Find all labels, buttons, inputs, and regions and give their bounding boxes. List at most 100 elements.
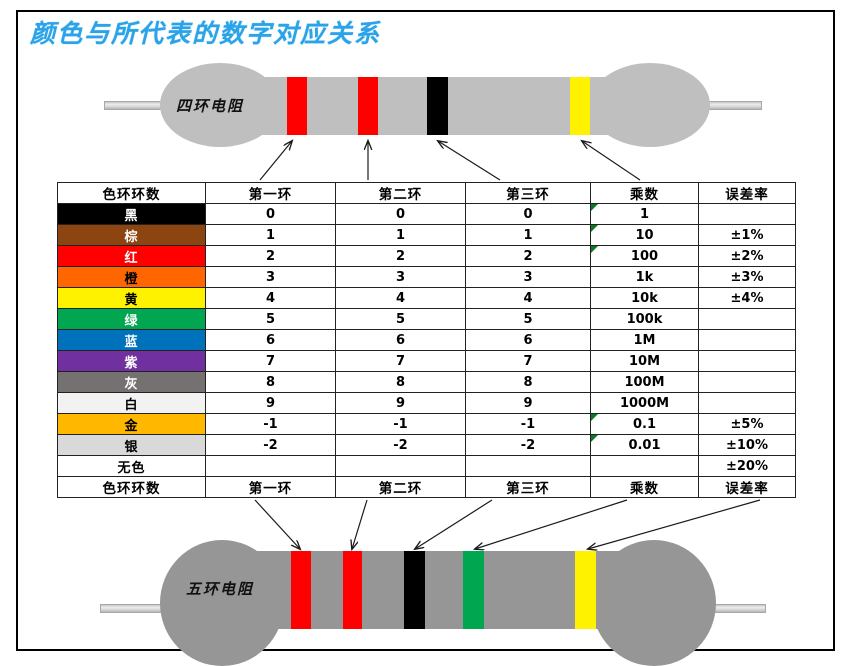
band3-cell: -1 [465,413,591,435]
tolerance-cell: ±2% [698,245,796,267]
four-band-band-4 [570,77,590,135]
five-band-band-2 [343,551,362,629]
multiplier-cell: 10 [590,224,699,246]
five-band-resistor-label: 五环电阻 [186,580,255,598]
resistor-lead-left [104,101,166,110]
multiplier-cell: 1 [590,203,699,225]
color-swatch-cell: 紫 [57,350,206,372]
band2-cell: 0 [335,203,466,225]
band2-cell: -2 [335,434,466,456]
band3-cell: 8 [465,371,591,393]
band2-cell: 4 [335,287,466,309]
page-title: 颜色与所代表的数字对应关系 [30,19,382,48]
table-header-row-cell: 色环环数 [57,182,206,204]
band3-cell: 3 [465,266,591,288]
tolerance-cell [698,329,796,351]
band3-cell [465,455,591,477]
band1-cell: 4 [205,287,336,309]
table-header-row-cell: 第一环 [205,182,336,204]
band2-cell: 9 [335,392,466,414]
band1-cell: -1 [205,413,336,435]
color-swatch-cell: 蓝 [57,329,206,351]
color-swatch-cell: 红 [57,245,206,267]
multiplier-cell: 0.01 [590,434,699,456]
table-header-row-cell: 误差率 [698,182,796,204]
multiplier-cell: 100 [590,245,699,267]
band1-cell: -2 [205,434,336,456]
multiplier-cell: 100k [590,308,699,330]
five-band-band-5 [575,551,596,629]
table-footer-row-cell: 乘数 [590,476,699,498]
band1-cell: 1 [205,224,336,246]
band1-cell: 5 [205,308,336,330]
table-footer-row-cell: 第二环 [335,476,466,498]
table-header-row-cell: 第二环 [335,182,466,204]
band3-cell: 5 [465,308,591,330]
five-band-band-1 [291,551,311,629]
color-swatch-cell: 灰 [57,371,206,393]
color-swatch-cell: 无色 [57,455,206,477]
band2-cell: 2 [335,245,466,267]
band1-cell: 8 [205,371,336,393]
band3-cell: 1 [465,224,591,246]
table-footer-row-cell: 第一环 [205,476,336,498]
multiplier-cell: 10k [590,287,699,309]
tolerance-cell [698,308,796,330]
band2-cell: 7 [335,350,466,372]
color-swatch-cell: 金 [57,413,206,435]
tolerance-cell: ±10% [698,434,796,456]
table-row: 无色 ±20% [57,455,796,477]
multiplier-cell: 0.1 [590,413,699,435]
band1-cell: 9 [205,392,336,414]
color-swatch-cell: 银 [57,434,206,456]
tolerance-cell: ±5% [698,413,796,435]
multiplier-cell: 1k [590,266,699,288]
tolerance-cell: ±4% [698,287,796,309]
color-swatch-cell: 绿 [57,308,206,330]
band3-cell: 7 [465,350,591,372]
multiplier-cell: 1M [590,329,699,351]
tolerance-cell: ±1% [698,224,796,246]
band1-cell [205,455,336,477]
band3-cell: 9 [465,392,591,414]
band1-cell: 0 [205,203,336,225]
band1-cell: 6 [205,329,336,351]
table-footer-row: 色环环数第一环第二环第三环乘数误差率 [57,476,796,498]
color-swatch-cell: 棕 [57,224,206,246]
table-header-row-cell: 第三环 [465,182,591,204]
multiplier-cell: 1000M [590,392,699,414]
four-band-band-2 [358,77,378,135]
band1-cell: 2 [205,245,336,267]
four-band-band-1 [287,77,307,135]
band2-cell: 3 [335,266,466,288]
five-band-band-4 [463,551,484,629]
table-header-row: 色环环数第一环第二环第三环乘数误差率 [57,182,796,204]
five-band-band-3 [404,551,425,629]
multiplier-cell: 10M [590,350,699,372]
tolerance-cell [698,203,796,225]
band1-cell: 7 [205,350,336,372]
band2-cell: 6 [335,329,466,351]
band2-cell: -1 [335,413,466,435]
band2-cell: 1 [335,224,466,246]
band2-cell: 8 [335,371,466,393]
band3-cell: 2 [465,245,591,267]
tolerance-cell: ±20% [698,455,796,477]
color-swatch-cell: 橙 [57,266,206,288]
table-footer-row-cell: 色环环数 [57,476,206,498]
color-swatch-cell: 黑 [57,203,206,225]
four-band-band-3 [427,77,448,135]
color-swatch-cell: 白 [57,392,206,414]
tolerance-cell [698,392,796,414]
table-footer-row-cell: 第三环 [465,476,591,498]
